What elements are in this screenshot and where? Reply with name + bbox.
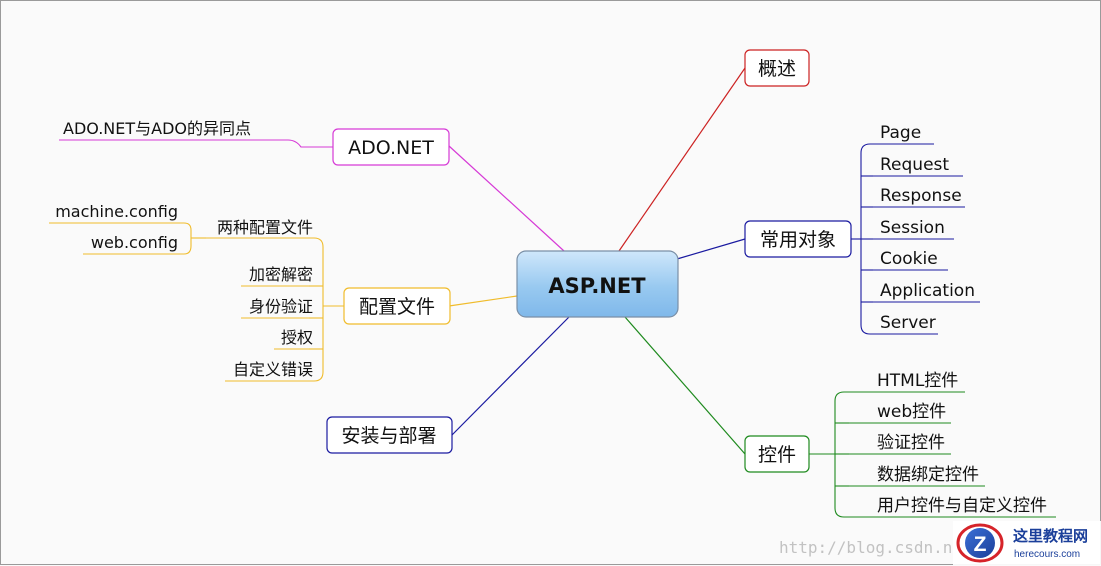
controls-children: [809, 391, 1056, 518]
adonet-child-diff[interactable]: ADO.NET与ADO的异同点: [63, 119, 251, 138]
adonet-children: [59, 139, 333, 148]
edge-overview: [618, 67, 746, 252]
config-child-authentication[interactable]: 身份验证: [249, 297, 313, 316]
controls-child-html[interactable]: HTML控件: [877, 371, 958, 391]
objects-child-request[interactable]: Request: [880, 155, 949, 175]
objects-node-label: 常用对象: [760, 229, 836, 251]
site-logo-url: herecours.com: [1014, 549, 1080, 560]
config-children: [49, 222, 344, 382]
deploy-node-label: 安装与部署: [341, 425, 436, 447]
controls-child-databinding[interactable]: 数据绑定控件: [877, 465, 979, 485]
center-node[interactable]: [516, 250, 679, 318]
objects-children: [851, 143, 980, 335]
objects-child-server[interactable]: Server: [880, 313, 936, 333]
objects-child-application[interactable]: Application: [880, 281, 975, 301]
config-child-customerrors[interactable]: 自定义错误: [233, 360, 313, 379]
config-child-twotypes[interactable]: 两种配置文件: [217, 218, 313, 237]
config-node-label: 配置文件: [359, 296, 435, 318]
edge-config: [448, 295, 518, 307]
deploy-node[interactable]: [326, 416, 453, 454]
objects-child-response[interactable]: Response: [880, 186, 962, 206]
center-node-label: ASP.NET: [548, 274, 646, 298]
controls-child-web[interactable]: web控件: [877, 402, 946, 422]
overview-node-label: 概述: [758, 58, 796, 80]
config-child-authorization[interactable]: 授权: [281, 328, 313, 347]
edge-deploy: [451, 316, 570, 436]
config-sub-web[interactable]: web.config: [91, 233, 178, 252]
edge-controls: [624, 316, 746, 455]
controls-child-validation[interactable]: 验证控件: [877, 433, 945, 453]
edge-objects: [676, 238, 746, 260]
adonet-node-label: ADO.NET: [348, 137, 434, 159]
objects-child-cookie[interactable]: Cookie: [880, 249, 938, 269]
config-sub-machine[interactable]: machine.config: [55, 202, 178, 221]
objects-child-page[interactable]: Page: [880, 123, 921, 143]
edge-adonet: [448, 145, 565, 252]
controls-node-label: 控件: [758, 444, 796, 466]
watermark-url: http://blog.csdn.n: [779, 538, 952, 557]
site-logo-letter: Z: [974, 533, 987, 556]
site-logo: Z 这里教程网 herecours.com: [953, 521, 1101, 565]
objects-child-session[interactable]: Session: [880, 218, 945, 238]
controls-child-usercontrol[interactable]: 用户控件与自定义控件: [877, 496, 1047, 516]
overview-node[interactable]: [744, 49, 810, 87]
config-child-encryption[interactable]: 加密解密: [249, 265, 313, 284]
site-logo-name: 这里教程网: [1013, 527, 1088, 545]
